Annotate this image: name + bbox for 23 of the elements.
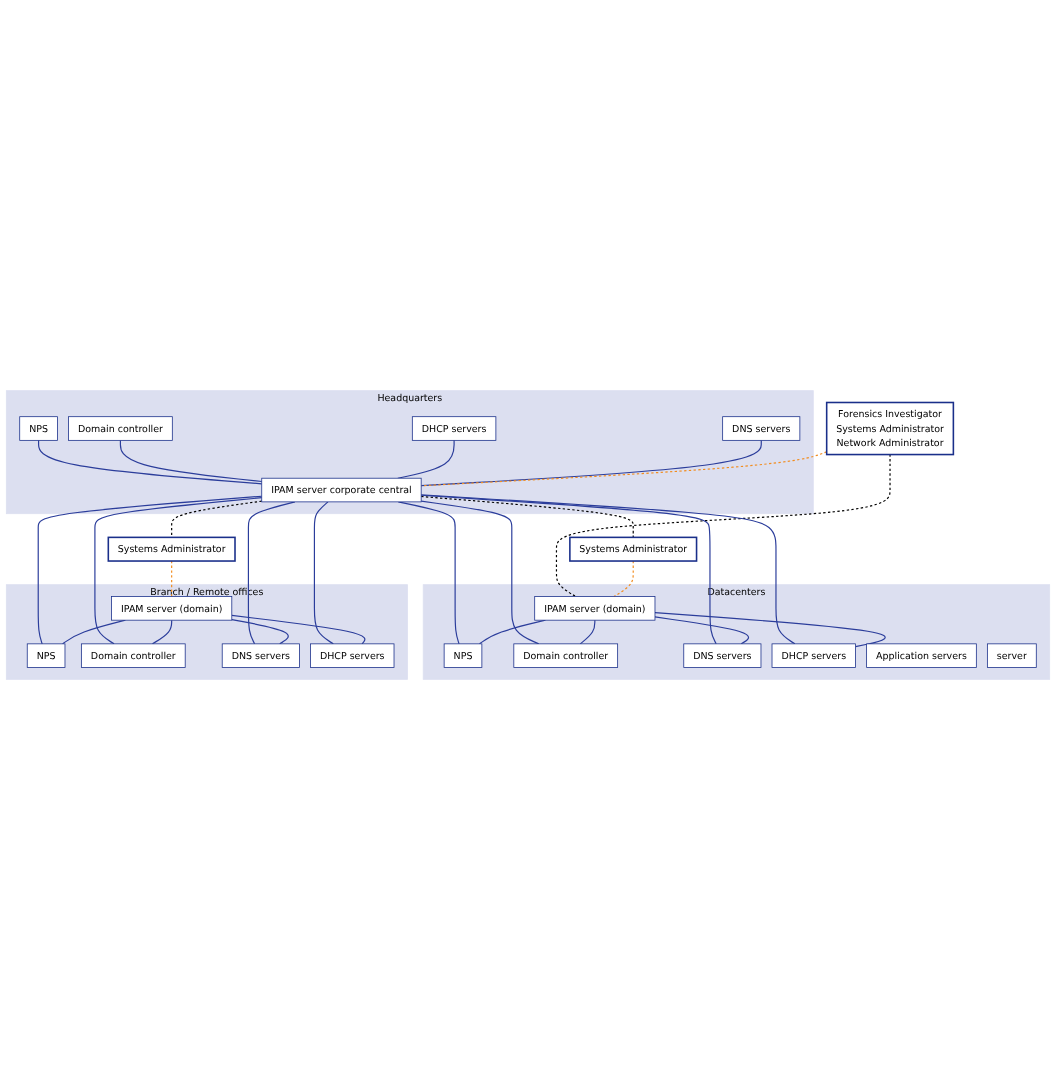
- connector: [420, 500, 540, 645]
- connector: [231, 618, 289, 645]
- connector: [313, 501, 334, 645]
- connector: [478, 619, 546, 645]
- connector: [119, 439, 263, 483]
- connector: [420, 494, 796, 645]
- connector: [654, 616, 750, 645]
- connector: [397, 439, 455, 479]
- connector: [37, 495, 263, 645]
- connector: [397, 501, 460, 645]
- connector: [151, 619, 173, 645]
- connector: [231, 614, 366, 645]
- connector: [94, 497, 263, 645]
- connector: [171, 500, 263, 538]
- connector: [579, 619, 596, 645]
- connector: [555, 453, 891, 598]
- connector: [420, 439, 762, 487]
- connector: [247, 501, 296, 645]
- connector: [38, 439, 263, 485]
- connector: [420, 494, 717, 645]
- connector: [613, 560, 634, 598]
- connector: [420, 495, 634, 538]
- connector: [62, 619, 126, 645]
